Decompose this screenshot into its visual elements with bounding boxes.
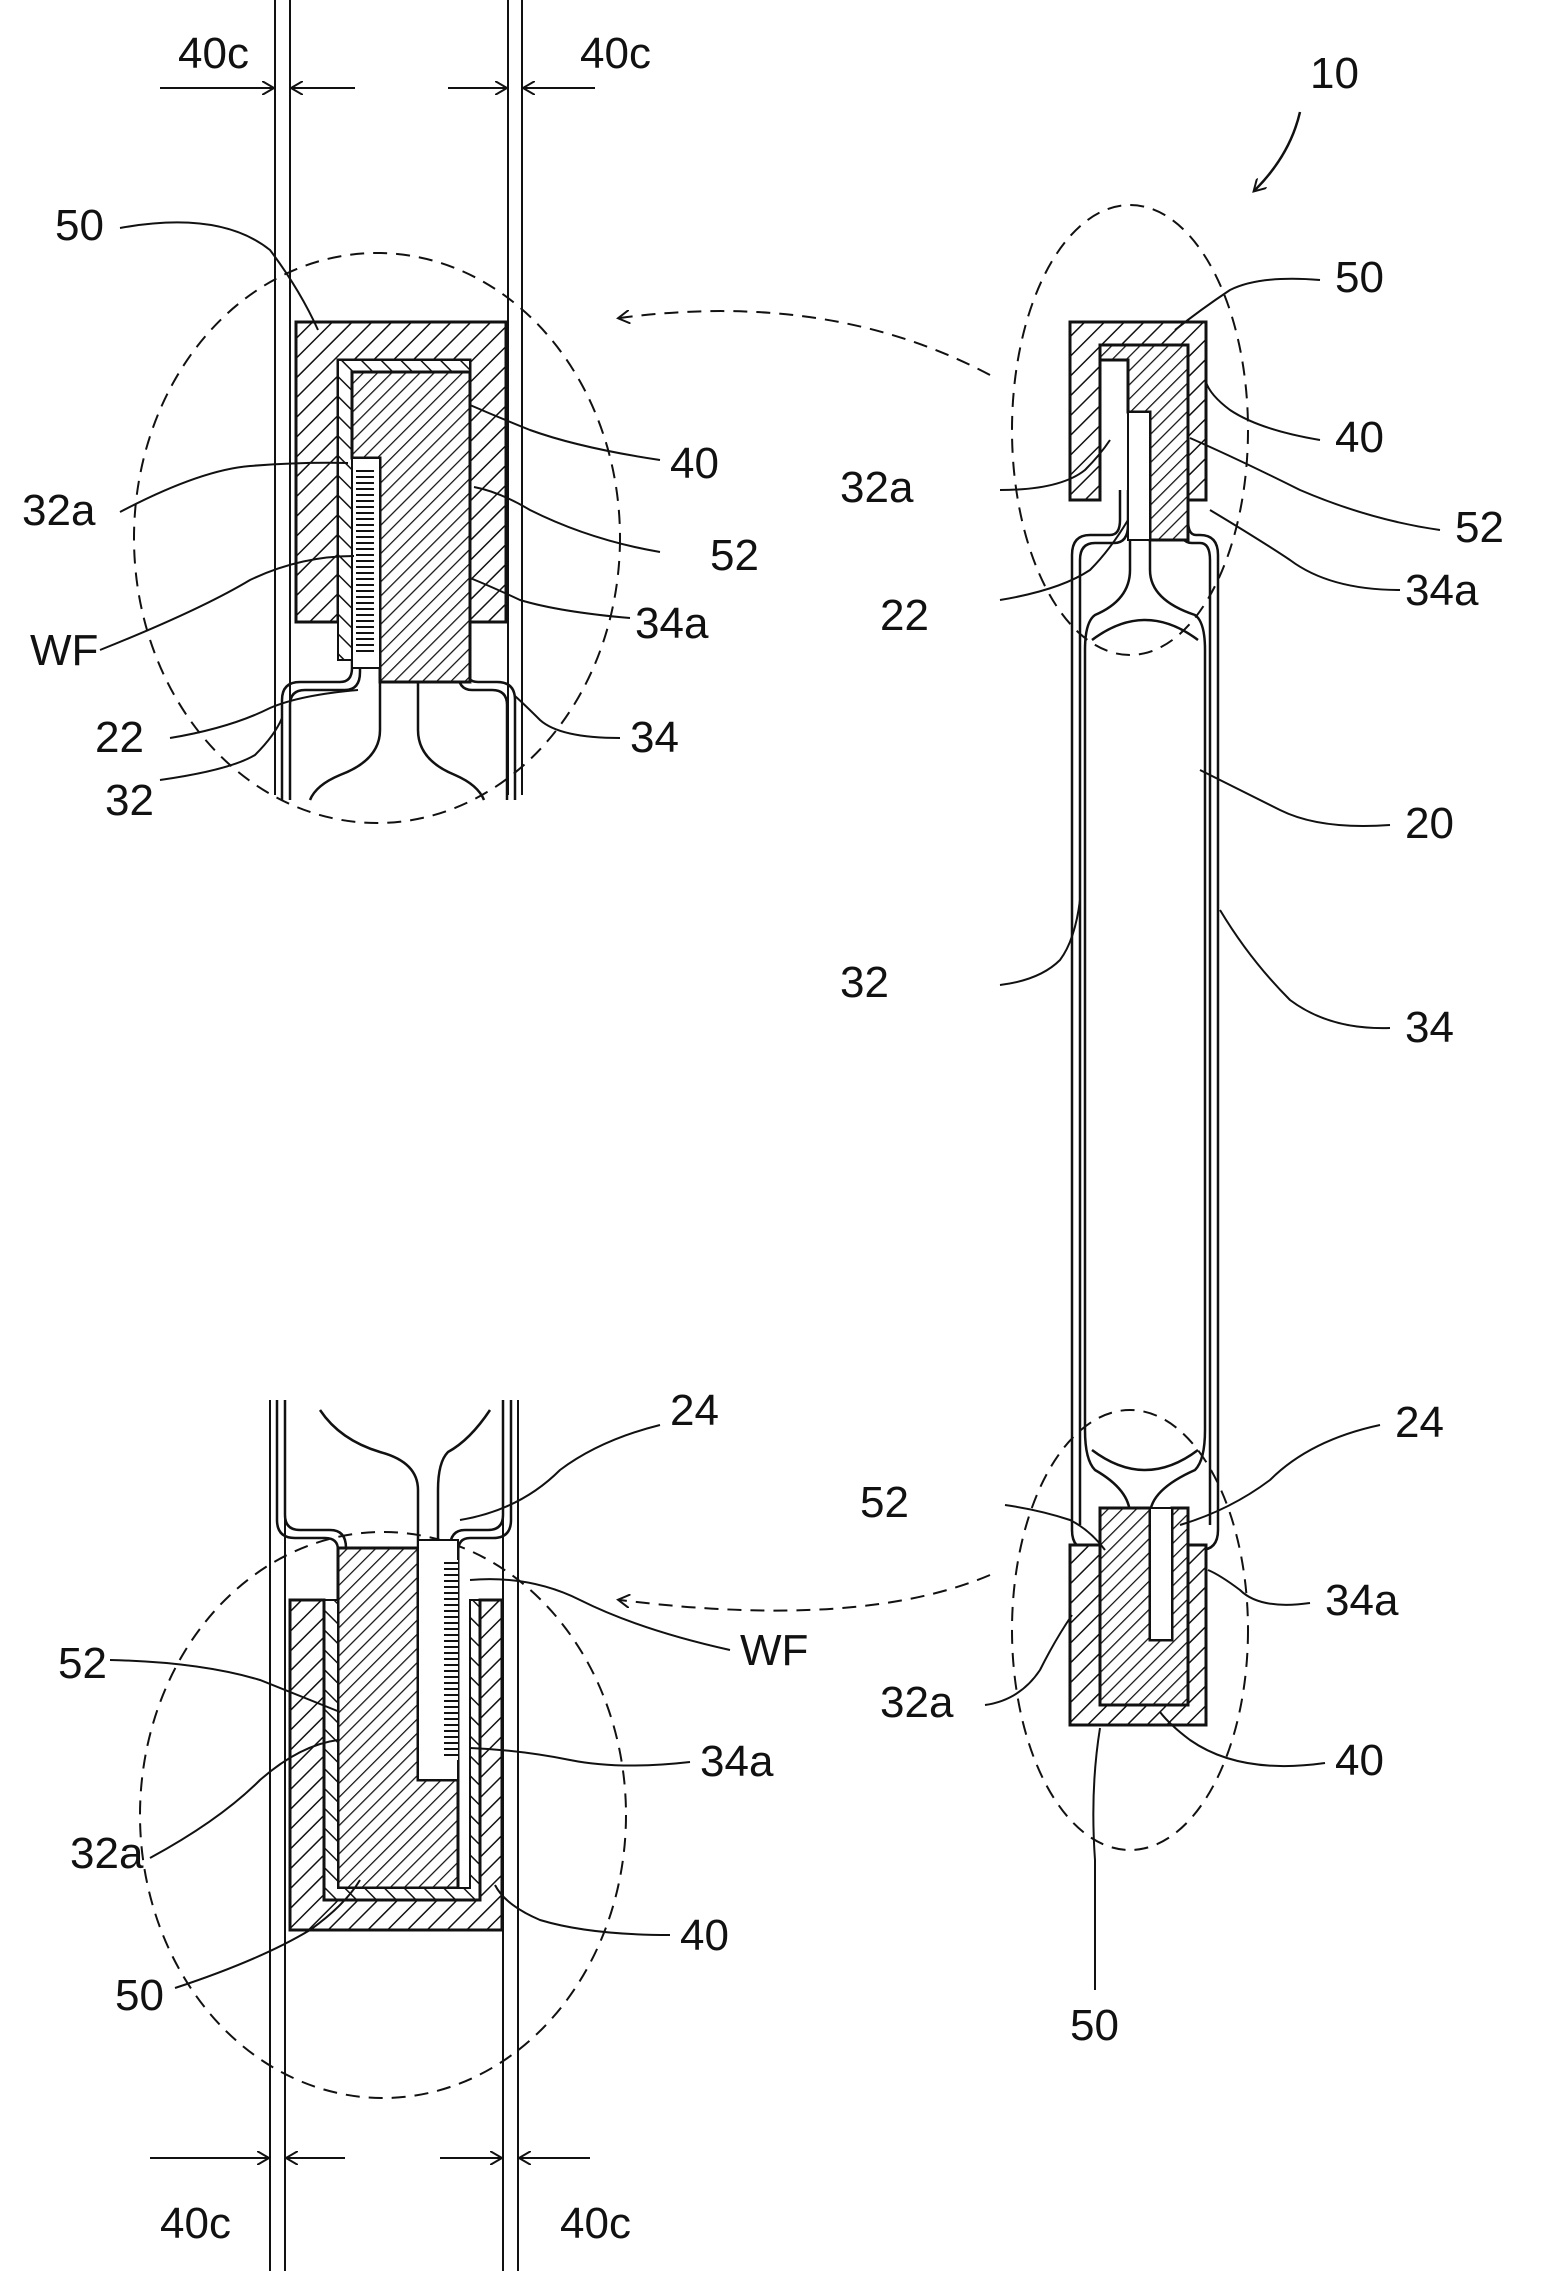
main-top-label-32a: 32a — [840, 463, 914, 512]
top-detail-label-34a: 34a — [635, 599, 709, 648]
top-dim-label-right: 40c — [580, 29, 651, 78]
bottom-detail-label-wf: WF — [740, 1626, 808, 1675]
main-lamp-body-20 — [1085, 490, 1205, 1560]
main-view-leaders — [985, 279, 1440, 1990]
main-top-label-34a: 34a — [1405, 566, 1479, 615]
top-detail-label-32: 32 — [105, 776, 154, 825]
bottom-detail-label-34a: 34a — [700, 1737, 774, 1786]
main-bottom-electrode-52 — [1100, 1508, 1188, 1705]
main-bottom-label-50: 50 — [1070, 2001, 1119, 2050]
main-label-32: 32 — [840, 958, 889, 1007]
top-detail-label-22: 22 — [95, 713, 144, 762]
device-reference-arrow — [1255, 112, 1300, 190]
top-detail-label-40: 40 — [670, 439, 719, 488]
bottom-detail-lamp-neck — [320, 1410, 490, 1560]
main-bottom-label-34a: 34a — [1325, 1576, 1399, 1625]
top-detail-label-34: 34 — [630, 713, 679, 762]
bottom-detail-label-50: 50 — [115, 1971, 164, 2020]
device-reference-label: 10 — [1310, 49, 1359, 98]
bottom-detail-label-52: 52 — [58, 1639, 107, 1688]
main-top-label-22: 22 — [880, 591, 929, 640]
main-bottom-lead-24 — [1150, 1508, 1172, 1640]
top-detail-view: 40c 40c — [22, 0, 759, 825]
top-dim-label-left: 40c — [178, 29, 249, 78]
main-bottom-label-40: 40 — [1335, 1736, 1384, 1785]
main-top-label-52: 52 — [1455, 503, 1504, 552]
main-bottom-label-24: 24 — [1395, 1398, 1444, 1447]
bottom-detail-view: 40c 40c — [58, 1386, 808, 2271]
top-detail-label-50: 50 — [55, 201, 104, 250]
top-detail-wire-foil — [356, 470, 374, 655]
bottom-detail-wire-foil — [444, 1560, 458, 1760]
bottom-dim-label-right: 40c — [560, 2199, 631, 2248]
bottom-detail-tube-wall — [277, 1400, 511, 1572]
bottom-callout-arrow — [620, 1575, 990, 1611]
main-bottom-label-52: 52 — [860, 1478, 909, 1527]
bottom-detail-label-40: 40 — [680, 1911, 729, 1960]
main-bottom-label-32a: 32a — [880, 1678, 954, 1727]
main-top-label-40: 40 — [1335, 413, 1384, 462]
top-detail-label-32a: 32a — [22, 486, 96, 535]
main-outer-tube — [1072, 490, 1218, 1595]
bottom-dim-label-left: 40c — [160, 2199, 231, 2248]
bottom-detail-label-24: 24 — [670, 1386, 719, 1435]
main-top-label-50: 50 — [1335, 253, 1384, 302]
bottom-detail-label-32a: 32a — [70, 1829, 144, 1878]
main-top-lead-22 — [1128, 412, 1150, 540]
main-label-20: 20 — [1405, 799, 1454, 848]
top-detail-label-wf: WF — [30, 626, 98, 675]
top-detail-label-52: 52 — [710, 531, 759, 580]
top-callout-arrow — [620, 311, 990, 375]
main-label-34: 34 — [1405, 1003, 1454, 1052]
